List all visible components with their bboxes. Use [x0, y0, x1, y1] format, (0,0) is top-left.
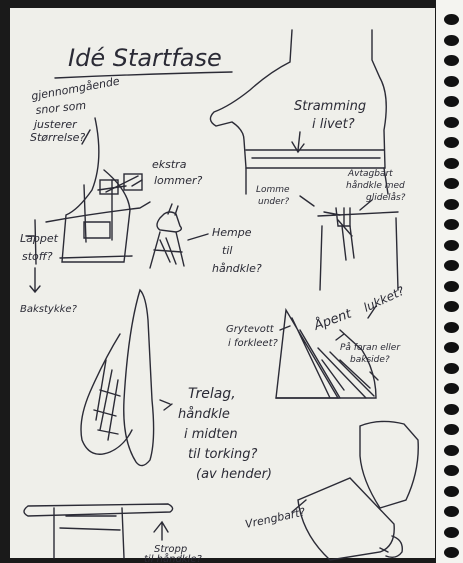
note-paa-foran-2: bakside?: [350, 355, 390, 365]
note-trelag-3: i midten: [184, 427, 238, 442]
note-grytevott-2: i forkleet?: [228, 338, 279, 349]
note-lomme-under-1: Lomme: [256, 185, 290, 195]
folded-towel-sketch: [360, 421, 418, 508]
sheet-title: Idé Startfase: [68, 44, 222, 72]
note-gjennomgaende-3: justerer: [32, 118, 78, 131]
note-stramming-1: Stramming: [294, 99, 366, 114]
note-avtagbart-2: håndkle med: [346, 180, 405, 191]
note-ekstra-lommer-1: ekstra: [152, 158, 187, 171]
note-trelag-1: Trelag,: [188, 386, 236, 402]
towel-bar-sketch: [24, 504, 173, 516]
note-trelag-5: (av hender): [196, 467, 272, 482]
note-apent: Åpent: [311, 305, 354, 334]
towel-loop-sketch: [157, 212, 181, 232]
note-grytevott-1: Grytevott: [226, 324, 275, 335]
note-lukket: lukket?: [361, 283, 407, 314]
note-stramming-2: i livet?: [312, 117, 355, 132]
title-underline: [55, 72, 232, 78]
note-avtagbart-1: Avtagbart: [347, 169, 393, 179]
note-stropp-2: til håndkle?: [144, 552, 203, 563]
note-avtagbart-3: glidelås?: [366, 192, 406, 203]
note-trelag-4: til torking?: [188, 447, 257, 462]
towel-attach-sketch: [318, 208, 398, 290]
note-vrengbart: Vrengbart?: [244, 505, 307, 530]
note-lappet-stoff-1: Lappet: [20, 232, 59, 245]
note-gjennomgaende-1: gjennomgående: [30, 75, 121, 103]
note-paa-foran-1: På foran eller: [340, 342, 401, 353]
note-ekstra-lommer-2: lommer?: [154, 174, 203, 187]
note-hempe-2: til: [222, 244, 232, 257]
note-lappet-stoff-2: stoff?: [22, 250, 53, 263]
note-hempe-1: Hempe: [212, 226, 252, 239]
note-lomme-under-2: under?: [258, 197, 289, 207]
note-trelag-2: håndkle: [178, 407, 230, 422]
note-gjennomgaende-2: snor som: [35, 99, 87, 117]
note-bakstykke: Bakstykke?: [20, 304, 78, 315]
note-gjennomgaende-4: Størrelse?: [30, 131, 85, 144]
three-layer-towel-sketch: [124, 290, 154, 466]
note-hempe-3: håndkle?: [212, 262, 262, 275]
